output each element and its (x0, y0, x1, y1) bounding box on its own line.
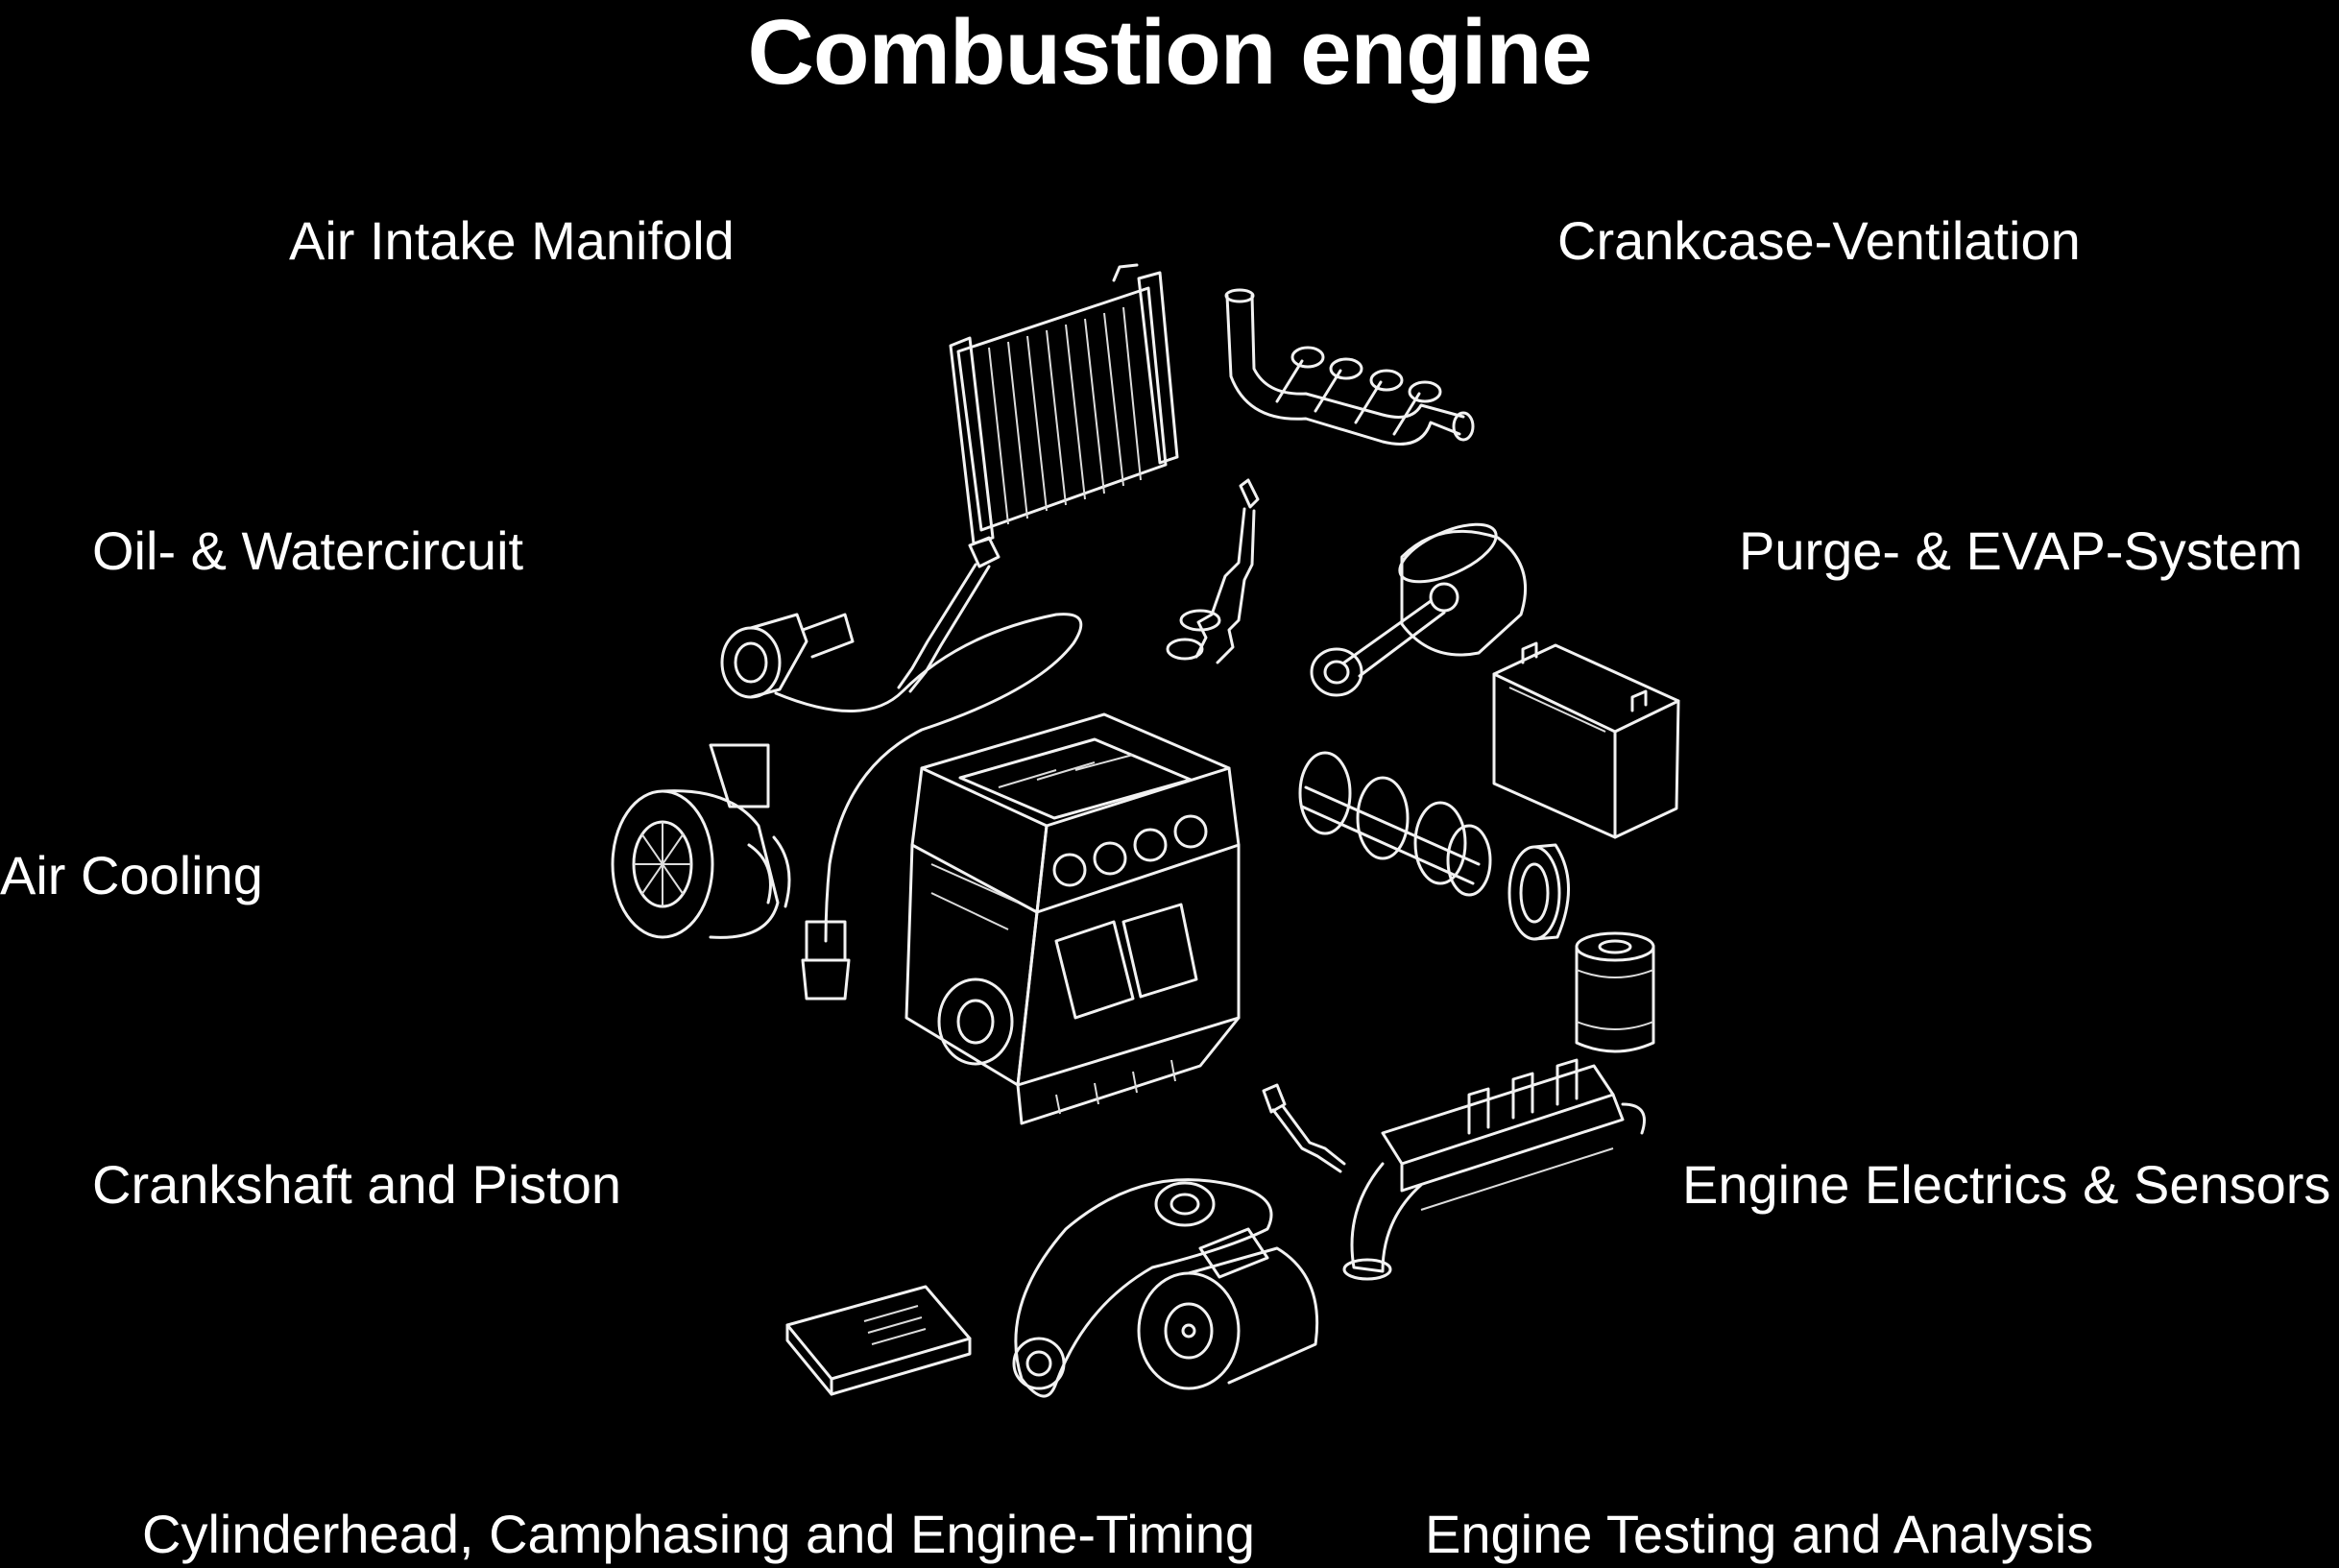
piston-icon (1310, 522, 1528, 697)
battery-icon (1492, 641, 1680, 839)
page-title: Combustion engine (747, 1, 1593, 104)
starter-motor-icon (1137, 1227, 1319, 1390)
label-air-cooling: Air Cooling (0, 845, 263, 905)
spark-plug-icon (1166, 478, 1260, 664)
exhaust-manifold-icon (1224, 288, 1475, 446)
label-cylinderhead-timing: Cylinderhead, Camphasing and Engine-Timi… (142, 1504, 1256, 1564)
engine-block-icon (904, 712, 1241, 1125)
timing-belt-icon (1012, 1178, 1273, 1398)
glow-plug-icon (1262, 1083, 1346, 1173)
fuel-rail-icon (1342, 1058, 1646, 1281)
seal-ring-icon (1507, 843, 1570, 941)
label-purge-evap-system: Purge- & EVAP-System (1739, 520, 2303, 581)
turbocharger-icon (611, 743, 791, 939)
pulley-icon (720, 613, 855, 699)
label-engine-electrics-sensors: Engine Electrics & Sensors (1682, 1154, 2331, 1215)
camshaft-icon (1298, 751, 1492, 897)
label-crankcase-ventilation: Crankcase-Ventilation (1557, 210, 2081, 271)
label-air-intake-manifold: Air Intake Manifold (289, 210, 735, 271)
oil-filter-icon (1575, 931, 1655, 1053)
label-engine-testing-analysis: Engine Testing and Analysis (1425, 1504, 2094, 1564)
radiator-icon (949, 263, 1179, 545)
oxygen-sensor-icon (774, 536, 1083, 1001)
ecu-icon (785, 1285, 972, 1396)
label-oil-water-circuit: Oil- & Watercircuit (92, 520, 524, 581)
label-crankshaft-piston: Crankshaft and Piston (92, 1154, 621, 1215)
